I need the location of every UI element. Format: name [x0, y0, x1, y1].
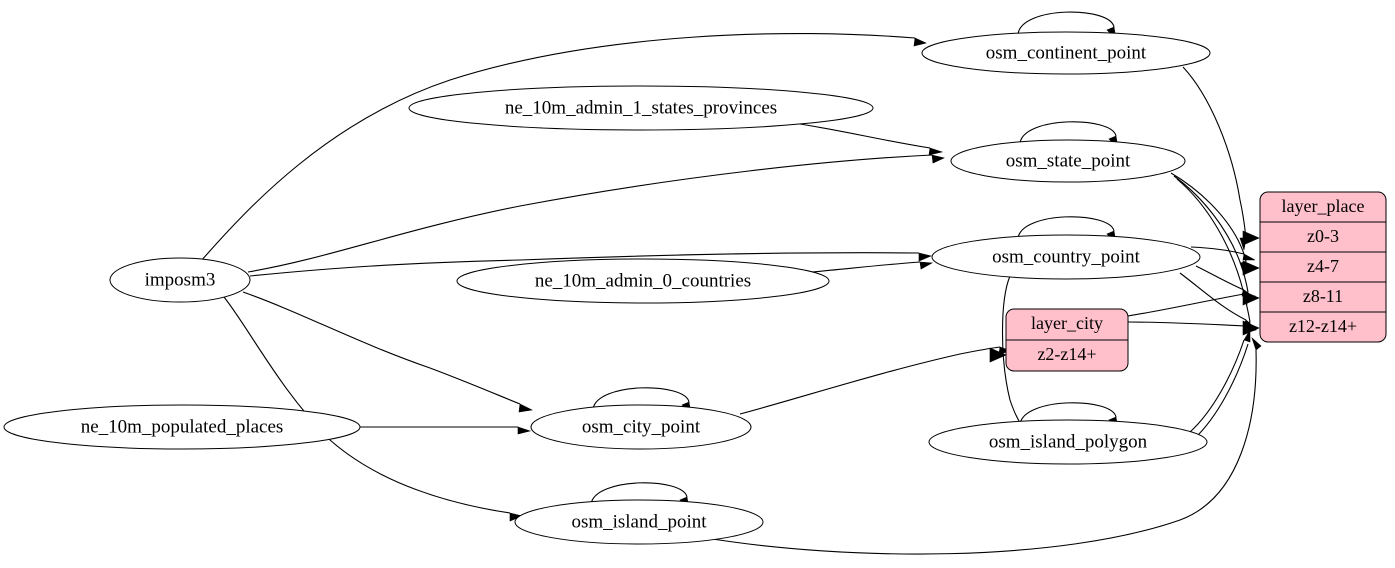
arrowhead	[918, 252, 932, 262]
node-ne-populated-label: ne_10m_populated_places	[81, 416, 284, 437]
layer-place-row-z0-3-cell[interactable]	[1259, 221, 1387, 253]
edge-imposm3-to-osm-country-point	[249, 252, 920, 277]
edge-osm-state-point-to-layer-place-z12-z14	[1176, 178, 1251, 323]
layer-place-row-z0-3-label: z0-3	[1307, 226, 1339, 246]
node-ne-countries-label: ne_10m_admin_0_countries	[535, 270, 751, 291]
edge-osm-city-point-to-layer-city	[739, 346, 1001, 415]
layer-city-header-cell[interactable]	[1005, 308, 1129, 341]
node-osm-city-point-label: osm_city_point	[582, 416, 701, 437]
edge-imposm3-to-osm-city-point	[242, 291, 521, 405]
edge-osm-island-point-to-layer-place-secondary	[1194, 343, 1249, 439]
node-ne-10m-admin-1-states-provinces[interactable]: ne_10m_admin_1_states_provinces	[408, 85, 874, 131]
node-osm-island-polygon[interactable]: osm_island_polygon	[928, 419, 1208, 465]
selfloop-osm-island-polygon	[1019, 402, 1117, 425]
node-osm-island-point-label: osm_island_point	[571, 511, 707, 532]
layer-place-title: layer_place	[1282, 196, 1365, 216]
node-osm-state-point[interactable]: osm_state_point	[950, 139, 1186, 183]
arrowhead-port-z8-11	[1242, 290, 1260, 306]
layer-place-row-z4-7-cell[interactable]	[1259, 251, 1387, 283]
layer-place-row-z4-7-label: z4-7	[1307, 256, 1339, 276]
port-arrowhead-layer	[989, 230, 1260, 363]
node-osm-island-point-shape[interactable]	[514, 499, 764, 545]
edge-imposm3-to-osm-island-point	[223, 296, 511, 514]
node-imposm3-shape[interactable]	[109, 257, 251, 303]
edge-osm-country-point-to-layer-place-z4-7	[1190, 246, 1245, 255]
selfloop-osm-state-point	[1019, 121, 1117, 144]
layer-place-row-z8-11-label: z8-11	[1303, 286, 1343, 306]
edge-osm-continent-point-to-layer-place-z0-3	[1182, 66, 1247, 239]
node-imposm3[interactable]: imposm3	[109, 257, 251, 303]
layer-city-row-z2-z14-cell[interactable]	[1005, 339, 1129, 372]
node-ne-states-shape[interactable]	[408, 85, 874, 131]
node-ne-10m-populated-places[interactable]: ne_10m_populated_places	[3, 404, 361, 450]
layer-city-row-z2-z14-label: z2-z14+	[1037, 344, 1096, 364]
edge-ne-countries-to-osm-country-point	[811, 261, 921, 273]
arrowhead	[919, 261, 934, 270]
node-osm-state-point-shape[interactable]	[950, 139, 1186, 183]
node-ne-states-label: ne_10m_admin_1_states_provinces	[505, 97, 777, 118]
node-osm-state-point-label: osm_state_point	[1006, 150, 1131, 171]
node-imposm3-label: imposm3	[145, 269, 216, 290]
node-ne-populated-shape[interactable]	[3, 404, 361, 450]
node-osm-continent-point[interactable]: osm_continent_point	[921, 31, 1211, 75]
edge-osm-island-polygon-to-layer-place-z12-z14	[1189, 339, 1245, 433]
arrowhead	[517, 426, 532, 435]
selfloop-osm-island-point	[590, 482, 688, 505]
edge-osm-state-point-to-layer-place-z8-11	[1173, 175, 1249, 293]
arrowhead	[518, 403, 533, 413]
node-ne-10m-admin-0-countries[interactable]: ne_10m_admin_0_countries	[456, 258, 830, 304]
node-osm-country-point-shape[interactable]	[931, 234, 1201, 280]
node-osm-country-point-label: osm_country_point	[992, 246, 1140, 267]
selfloop-osm-city-point	[592, 387, 690, 410]
layer-city-title: layer_city	[1031, 313, 1103, 333]
node-osm-city-point-shape[interactable]	[530, 404, 752, 450]
arrowhead-port-z4-7	[1242, 260, 1260, 276]
arrowhead	[913, 37, 927, 47]
node-osm-country-point[interactable]: osm_country_point	[931, 234, 1201, 280]
arrowhead-port-layer-city-z2-z14	[989, 347, 1007, 363]
selfloop-osm-continent-point	[1017, 11, 1115, 35]
arrowhead-port-z0-3	[1242, 230, 1260, 246]
layer-place-header-cell[interactable]	[1259, 191, 1387, 223]
edge-layer	[200, 11, 1262, 555]
node-osm-city-point[interactable]: osm_city_point	[530, 404, 752, 450]
layer-place-row-z12-z14-label: z12-z14+	[1289, 316, 1357, 336]
edge-osm-country-point-to-layer-place-z8-11	[1195, 265, 1245, 291]
node-osm-continent-point-shape[interactable]	[921, 31, 1211, 75]
node-layer: imposm3 ne_10m_admin_1_states_provinces …	[3, 31, 1387, 545]
selfloop-osm-country-point	[1017, 216, 1115, 239]
edge-layer-city-to-layer-place-z12-z14	[1127, 321, 1247, 327]
arrowhead	[1242, 253, 1256, 261]
edge-layer-city-to-layer-place-z8-11	[1127, 293, 1245, 317]
edge-imposm3-to-osm-state-point	[247, 154, 933, 273]
layer-place-row-z12-z14-cell[interactable]	[1259, 311, 1387, 343]
node-ne-countries-shape[interactable]	[456, 258, 830, 304]
arrowhead	[931, 154, 945, 164]
record-node-layer-city[interactable]: layer_city z2-z14+	[1005, 308, 1129, 372]
node-osm-island-polygon-shape[interactable]	[928, 419, 1208, 465]
node-osm-island-polygon-label: osm_island_polygon	[989, 431, 1148, 452]
arrowhead	[1243, 328, 1251, 343]
edge-osm-country-point-to-osm-island-polygon	[1001, 275, 1023, 427]
edge-osm-country-point-to-layer-place-z12-z14	[1179, 272, 1247, 321]
edge-imposm3-to-osm-continent-point	[200, 33, 916, 262]
layer-place-row-z8-11-cell[interactable]	[1259, 281, 1387, 313]
node-osm-island-point[interactable]: osm_island_point	[514, 499, 764, 545]
arrowhead	[1251, 337, 1262, 351]
edge-osm-island-point-to-layer-place-z12-z14	[699, 349, 1257, 555]
node-osm-continent-point-label: osm_continent_point	[986, 42, 1147, 63]
record-node-layer-place[interactable]: layer_place z0-3 z4-7 z8-11 z12-z14+	[1259, 191, 1387, 343]
arrowhead	[928, 147, 944, 156]
arrowhead-port-z12-z14	[1242, 320, 1260, 336]
edge-ne-states-to-osm-state-point	[799, 123, 931, 149]
